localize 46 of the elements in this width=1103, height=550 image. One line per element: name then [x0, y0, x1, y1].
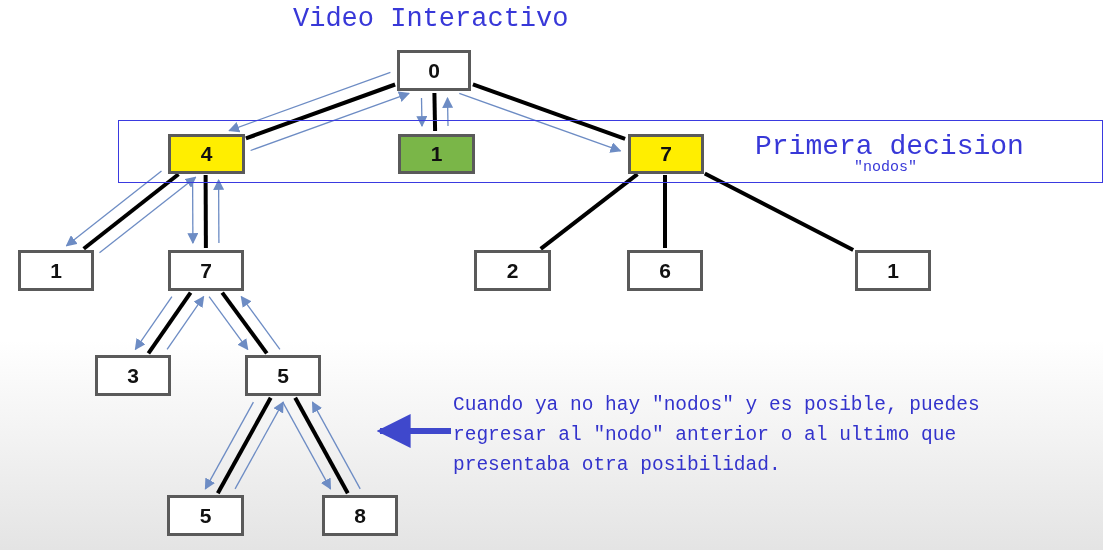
tree-link: [146, 291, 193, 355]
traversal-arrow: [98, 176, 197, 254]
tree-link: [220, 291, 269, 355]
tree-node-box: 2: [474, 250, 551, 291]
level-band: [118, 120, 1103, 183]
traversal-arrow: [65, 170, 163, 247]
tree-node-box: 5: [245, 355, 321, 396]
tree-node-box: 7: [168, 250, 244, 291]
tree-link: [82, 172, 180, 251]
tree-link: [472, 82, 626, 141]
tree-node-box: 6: [627, 250, 703, 291]
tree-link: [203, 175, 208, 248]
traversal-arrow: [442, 96, 454, 127]
tree-link: [663, 175, 667, 248]
tree-node-box: 1: [398, 134, 475, 174]
traversal-arrow: [134, 296, 173, 351]
traversal-arrow: [204, 401, 255, 490]
traversal-arrow: [282, 401, 332, 490]
tree-node-box: 7: [628, 134, 704, 174]
tree-link: [432, 92, 438, 132]
traversal-arrow: [234, 401, 284, 490]
tree-link: [539, 172, 639, 251]
tree-link: [245, 82, 396, 141]
traversal-arrow: [311, 401, 361, 490]
tree-node-box: 8: [322, 495, 398, 536]
note-text: Cuando ya no hay "nodos" y es posible, puedes regresar al "nodo" anterior o al ultimo que presentaba otra posibilidad.: [453, 390, 1033, 482]
band-note: "nodos": [854, 159, 917, 176]
traversal-arrow: [228, 71, 392, 133]
tree-node-box: 0: [397, 50, 471, 91]
tree-node-box: 4: [168, 134, 245, 174]
diagram-title: Video Interactivo: [293, 4, 569, 34]
tree-node-box: 3: [95, 355, 171, 396]
tree-node-box: 1: [855, 250, 931, 291]
traversal-arrow: [458, 92, 622, 153]
traversal-arrow: [240, 295, 281, 351]
traversal-arrow: [208, 295, 249, 351]
tree-link: [293, 396, 350, 495]
tree-link: [703, 171, 855, 252]
pointer-arrow: [376, 414, 451, 448]
tree-node-box: 5: [167, 495, 244, 536]
traversal-arrow: [166, 295, 205, 350]
traversal-arrow: [213, 178, 225, 244]
traversal-arrow: [249, 91, 410, 152]
traversal-arrow: [416, 97, 428, 128]
tree-link: [216, 396, 273, 495]
tree-node-box: 1: [18, 250, 94, 291]
